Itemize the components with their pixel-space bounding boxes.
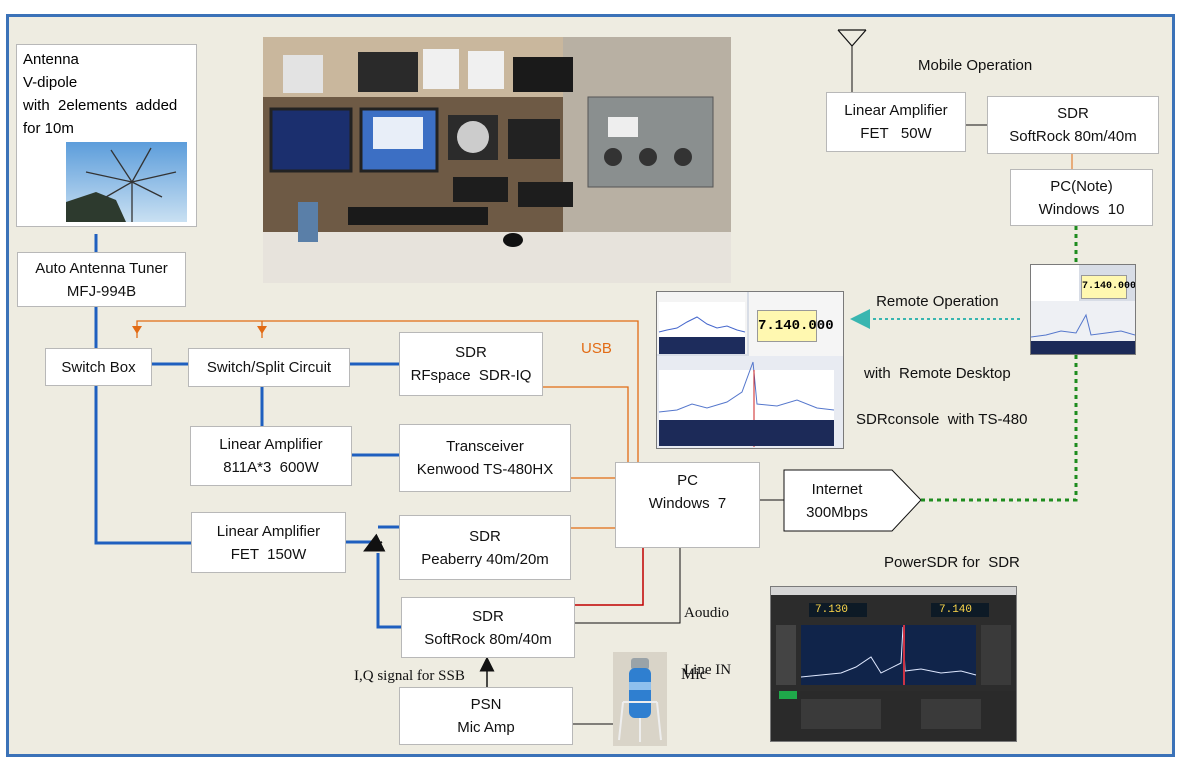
transceiver-title: Transceiver: [446, 438, 524, 455]
psn-title: PSN: [470, 696, 502, 713]
antenna-box: Antenna V-dipole with 2elements added fo…: [16, 44, 197, 227]
powersdr-screenshot: 7.130 7.140: [770, 586, 1017, 742]
microphone-photo: [613, 652, 667, 746]
amp600-title: Linear Amplifier: [219, 436, 323, 453]
switch-split-label: Switch/Split Circuit: [206, 359, 332, 376]
mobile-operation-title: Mobile Operation: [918, 57, 1033, 74]
mobile-sdr-model: SoftRock 80m/40m: [1009, 128, 1137, 145]
transceiver-model: Kenwood TS-480HX: [416, 461, 554, 478]
sdr-iq-title: SDR: [455, 344, 487, 361]
auto-antenna-tuner-box: Auto Antenna Tuner MFJ-994B: [17, 252, 186, 307]
remote-label-line1: Remote Operation: [876, 293, 999, 310]
tuner-model: MFJ-994B: [66, 282, 137, 300]
mobile-pc-os: Windows 10: [1038, 200, 1125, 218]
psn-desc: Mic Amp: [457, 719, 515, 736]
peaberry-model: Peaberry 40m/20m: [421, 550, 549, 568]
amp600-spec: 811A*3 600W: [223, 459, 319, 476]
sdrconsole-frequency: 7.140.000: [757, 310, 834, 342]
remote-desktop-screenshot: 7.140.000: [1030, 264, 1136, 355]
internet-speed: 300Mbps: [806, 503, 868, 521]
audio-line-in: [575, 548, 681, 624]
powersdr-graphics: [771, 587, 1016, 741]
internet-shape: [783, 469, 922, 532]
pc-os: Windows 7: [648, 495, 727, 512]
mobile-linear-amp-box: Linear Amplifier FET 50W: [826, 92, 966, 152]
powersdr-label: PowerSDR for SDR: [884, 554, 1020, 571]
softrock-sdr-box: SDR SoftRock 80m/40m: [401, 597, 575, 658]
softrock-audio-line: [575, 548, 644, 606]
powersdr-vfo-b: 7.140: [939, 604, 973, 616]
pc-title: PC: [677, 472, 698, 489]
linear-amp-150w-box: Linear Amplifier FET 150W: [191, 512, 346, 573]
usb-sdriq-line: [543, 386, 629, 462]
powersdr-vfo-a: 7.130: [815, 604, 849, 616]
mobile-pc-box: PC(Note) Windows 10: [1010, 169, 1153, 226]
remote-frequency: 7.140.000: [1081, 275, 1135, 299]
remote-graphics: [1031, 265, 1135, 354]
audio-line-in-label: Aoudio Line IN: [684, 566, 731, 699]
mic-label: Mic: [681, 666, 707, 683]
audio-label-line1: Aoudio: [684, 605, 729, 621]
sdrconsole-label: SDRconsole with TS-480: [856, 411, 1028, 428]
amp150-title: Linear Amplifier: [216, 522, 321, 540]
station-photo: [263, 37, 731, 283]
mobile-pc-title: PC(Note): [1050, 177, 1113, 195]
audio-label-line2: Line IN: [684, 662, 732, 678]
pc-windows7-box: PC Windows 7: [615, 462, 760, 548]
mobile-amp-spec: FET 50W: [860, 125, 932, 142]
sdrconsole-screenshot: 7.140.000: [656, 291, 844, 449]
mobile-amp-title: Linear Amplifier: [844, 102, 948, 119]
internet-label: Internet 300Mbps: [786, 472, 888, 529]
remote-internet-link: [921, 352, 1078, 502]
remote-operation-label: Remote Operation with Remote Desktop: [864, 242, 1011, 410]
softrock-title: SDR: [472, 607, 504, 625]
switch-split-circuit-box: Switch/Split Circuit: [188, 348, 350, 387]
mobile-antenna-icon: [837, 29, 867, 47]
softrock-to-amp150-line: [376, 553, 401, 629]
antenna-line-4: for 10m: [23, 120, 74, 137]
internet-title: Internet: [811, 480, 863, 498]
sdr-iq-box: SDR RFspace SDR-IQ: [399, 332, 543, 396]
usb-label: USB: [581, 340, 612, 357]
linear-amp-600w-box: Linear Amplifier 811A*3 600W: [190, 426, 352, 486]
softrock-model: SoftRock 80m/40m: [424, 630, 552, 648]
mobile-sdr-box: SDR SoftRock 80m/40m: [987, 96, 1159, 154]
iq-signal-label: I,Q signal for SSB: [354, 668, 465, 684]
tuner-title: Auto Antenna Tuner: [35, 259, 168, 277]
antenna-photo: [66, 142, 187, 222]
remote-label-line2: with Remote Desktop: [864, 365, 1011, 382]
antenna-line-1: Antenna: [23, 51, 79, 68]
peaberry-title: SDR: [469, 527, 501, 545]
switch-box-label: Switch Box: [61, 358, 136, 376]
peaberry-sdr-box: SDR Peaberry 40m/20m: [399, 515, 571, 580]
antenna-line-3: with 2elements added: [23, 97, 178, 114]
switch-box: Switch Box: [45, 348, 152, 386]
mobile-sdr-title: SDR: [1057, 105, 1089, 122]
antenna-line-2: V-dipole: [23, 74, 78, 91]
sdr-iq-model: RFspace SDR-IQ: [410, 367, 532, 384]
transceiver-box: Transceiver Kenwood TS-480HX: [399, 424, 571, 492]
psn-mic-amp-box: PSN Mic Amp: [399, 687, 573, 745]
switchbox-to-amp150-line: [94, 386, 191, 545]
amp150-spec: FET 150W: [230, 545, 307, 563]
